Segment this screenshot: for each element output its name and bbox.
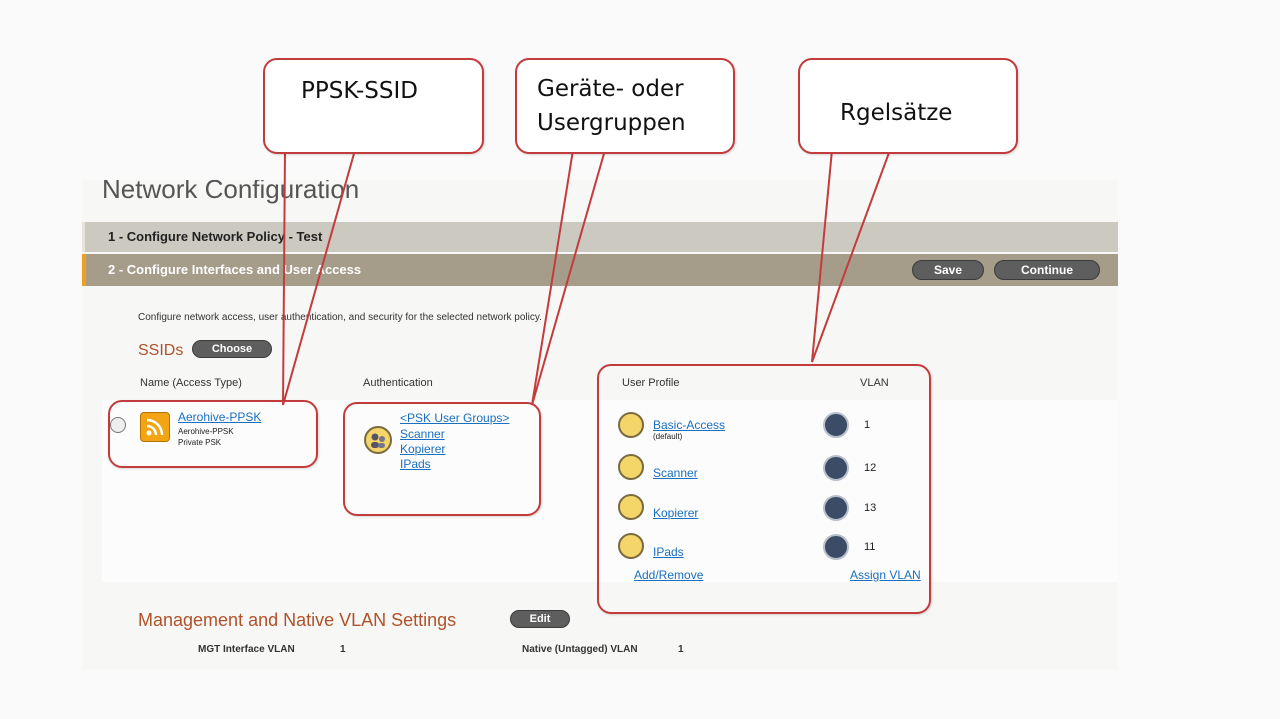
user-avatar-icon xyxy=(618,412,644,438)
step-2-label: 2 - Configure Interfaces and User Access xyxy=(108,262,362,277)
bubble-ppsk-text: PPSK-SSID xyxy=(301,78,418,104)
continue-button[interactable]: Continue xyxy=(994,260,1100,280)
bubble-ppsk-ssid: PPSK-SSID xyxy=(263,58,484,154)
edit-button[interactable]: Edit xyxy=(510,610,570,628)
vlan-value: 13 xyxy=(864,502,877,514)
user-avatar-icon xyxy=(618,533,644,559)
bubble-user-groups: Geräte- oder Usergruppen xyxy=(515,58,735,154)
vlan-value: 12 xyxy=(864,462,877,474)
profile-note: (default) xyxy=(653,432,683,441)
add-remove-link[interactable]: Add/Remove xyxy=(634,568,704,582)
network-vlan-icon[interactable] xyxy=(823,534,849,560)
save-button[interactable]: Save xyxy=(912,260,984,280)
mgt-interface-vlan-label: MGT Interface VLAN xyxy=(198,644,295,655)
ssid-sub2: Private PSK xyxy=(178,438,222,447)
profile-link-ipads[interactable]: IPads xyxy=(653,545,684,559)
ssid-table-panel xyxy=(102,400,1118,582)
bubble-groups-line1: Geräte- oder xyxy=(537,76,684,102)
profile-link-basic-access[interactable]: Basic-Access xyxy=(653,418,726,432)
ssid-name-link[interactable]: Aerohive-PPSK xyxy=(178,410,262,424)
bubble-rule-sets: Rgelsätze xyxy=(798,58,1018,154)
network-vlan-icon[interactable] xyxy=(823,455,849,481)
col-profile-header: User Profile xyxy=(622,377,680,389)
assign-vlan-link[interactable]: Assign VLAN xyxy=(850,568,921,582)
user-avatar-icon xyxy=(618,494,644,520)
group-link-ipads[interactable]: IPads xyxy=(400,457,431,471)
choose-button[interactable]: Choose xyxy=(192,340,272,358)
psk-user-groups-link[interactable]: <PSK User Groups> xyxy=(400,411,510,425)
bubble-rules-text: Rgelsätze xyxy=(840,100,953,126)
col-auth-header: Authentication xyxy=(363,377,433,389)
callout-rule-sets xyxy=(597,364,931,614)
profile-link-scanner[interactable]: Scanner xyxy=(653,466,698,480)
group-link-kopierer[interactable]: Kopierer xyxy=(400,442,446,456)
user-group-icon xyxy=(364,426,392,454)
page-title: Network Configuration xyxy=(102,180,360,204)
step-1-label: 1 - Configure Network Policy - Test xyxy=(108,229,323,244)
network-configuration-screen: Network Configuration 1 - Configure Netw… xyxy=(82,180,1118,670)
group-link-scanner[interactable]: Scanner xyxy=(400,427,445,441)
callout-ppsk-ssid xyxy=(108,400,318,468)
user-avatar-icon xyxy=(618,454,644,480)
management-heading: Management and Native VLAN Settings xyxy=(138,610,457,630)
step-1-bar[interactable]: 1 - Configure Network Policy - Test xyxy=(82,222,1118,252)
vlan-value: 1 xyxy=(864,419,871,431)
network-vlan-icon[interactable] xyxy=(823,412,849,438)
vlan-value: 11 xyxy=(864,541,876,553)
wifi-rss-icon xyxy=(140,412,170,442)
profile-link-kopierer[interactable]: Kopierer xyxy=(653,506,699,520)
network-vlan-icon[interactable] xyxy=(823,495,849,521)
select-radio[interactable] xyxy=(110,417,126,433)
ssids-heading: SSIDs xyxy=(138,342,184,359)
callout-user-groups xyxy=(343,402,541,516)
native-vlan-label: Native (Untagged) VLAN xyxy=(522,644,638,655)
ssid-sub1: Aerohive-PPSK xyxy=(178,427,234,436)
step-2-bar[interactable]: 2 - Configure Interfaces and User Access… xyxy=(82,254,1118,286)
mgt-interface-vlan-value: 1 xyxy=(340,644,346,655)
col-vlan-header: VLAN xyxy=(860,377,889,389)
intro-text: Configure network access, user authentic… xyxy=(138,312,542,323)
bubble-groups-line2: Usergruppen xyxy=(537,110,686,136)
native-vlan-value: 1 xyxy=(678,644,684,655)
col-name-header: Name (Access Type) xyxy=(140,377,242,389)
